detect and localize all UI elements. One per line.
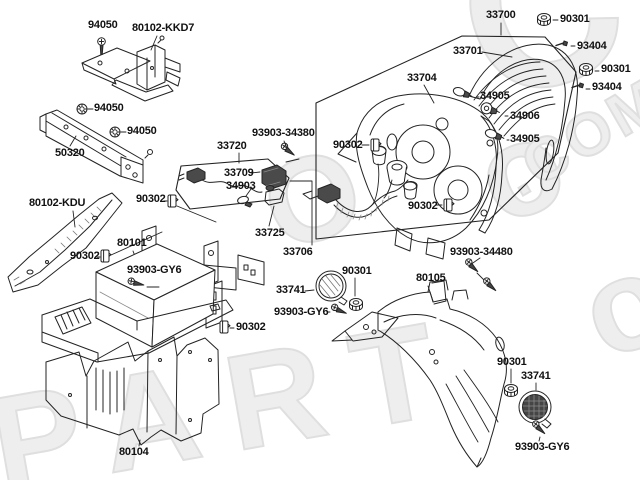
nut-90301-icon-center (349, 277, 363, 311)
plate-80102-kdu (7, 192, 123, 293)
callout-93404-b: 93404 (592, 81, 622, 93)
callout-93903-gy6-b: 93903-GY6 (274, 306, 329, 318)
callout-94050-c: 94050 (127, 125, 157, 137)
callout-80104: 80104 (119, 446, 149, 458)
fastener-icons-top-right (451, 13, 600, 143)
callout-93903-34480: 93903-34480 (450, 246, 513, 258)
callout-34905-b: 34905 (510, 133, 540, 145)
grommet-90302-icon-mat (219, 320, 235, 334)
callout-93404-a: 93404 (577, 40, 607, 52)
callout-93903-34380: 93903-34380 (252, 127, 315, 139)
callout-33725: 33725 (255, 227, 285, 239)
rear-fender-80105 (331, 279, 507, 468)
reflector-33741-center (304, 270, 348, 306)
callout-90302-b: 90302 (70, 250, 100, 262)
callout-90301-b: 90301 (601, 63, 631, 75)
callout-33704: 33704 (407, 72, 437, 84)
callout-33741-b: 33741 (521, 370, 551, 382)
callout-90302-e: 90302 (408, 200, 438, 212)
callout-90302-d: 90302 (333, 139, 363, 151)
callout-34903: 34903 (226, 180, 256, 192)
callout-33701: 33701 (453, 45, 483, 57)
callout-90301-c: 90301 (342, 265, 372, 277)
callout-33709: 33709 (224, 167, 254, 179)
callout-94050-a: 94050 (88, 19, 118, 31)
callout-34906: 34906 (510, 110, 540, 122)
callout-33741-a: 33741 (276, 284, 306, 296)
screw-93903-gy6-icon-center (326, 302, 349, 316)
callout-90301-d: 90301 (497, 356, 527, 368)
mat-80104 (45, 336, 220, 447)
screw-93903-gy6-icon-bottom (530, 419, 549, 442)
callout-33720: 33720 (217, 140, 247, 152)
tail-light-harness (302, 138, 455, 221)
grommet-90302-icons-left (96, 194, 217, 263)
rail-50320 (39, 109, 153, 184)
bracket-80102-kkd7 (81, 35, 181, 102)
callout-33706: 33706 (283, 246, 313, 258)
callout-80101: 80101 (117, 237, 147, 249)
tail-light-lens-33701 (468, 43, 579, 192)
callout-94050-b: 94050 (94, 102, 124, 114)
callout-80102-kkd7: 80102-KKD7 (132, 22, 195, 34)
callout-93903-gy6-a: 93903-GY6 (127, 264, 182, 276)
license-lamp-assembly-33720 (175, 140, 313, 246)
callout-80105: 80105 (416, 272, 446, 284)
callout-50320: 50320 (55, 147, 85, 159)
bolt-94050-icon (76, 103, 127, 138)
callout-33700: 33700 (486, 9, 516, 21)
callout-90302-a: 90302 (136, 193, 166, 205)
detail-boundary (315, 22, 577, 240)
callout-34905-a: 34905 (480, 90, 510, 102)
callout-90301-a: 90301 (560, 13, 590, 25)
battery-case-80101 (41, 225, 265, 363)
callout-93903-gy6-c: 93903-GY6 (515, 441, 570, 453)
tail-light-housing-33704 (337, 84, 503, 260)
callout-90302-c: 90302 (236, 321, 266, 333)
screws-93903-34480 (463, 257, 500, 293)
reflector-33741-bottom (518, 382, 552, 429)
screw-94050-icon (97, 37, 106, 55)
nut-90301-icon-bottom (504, 368, 518, 397)
callout-80102-kdu: 80102-KDU (29, 197, 86, 209)
